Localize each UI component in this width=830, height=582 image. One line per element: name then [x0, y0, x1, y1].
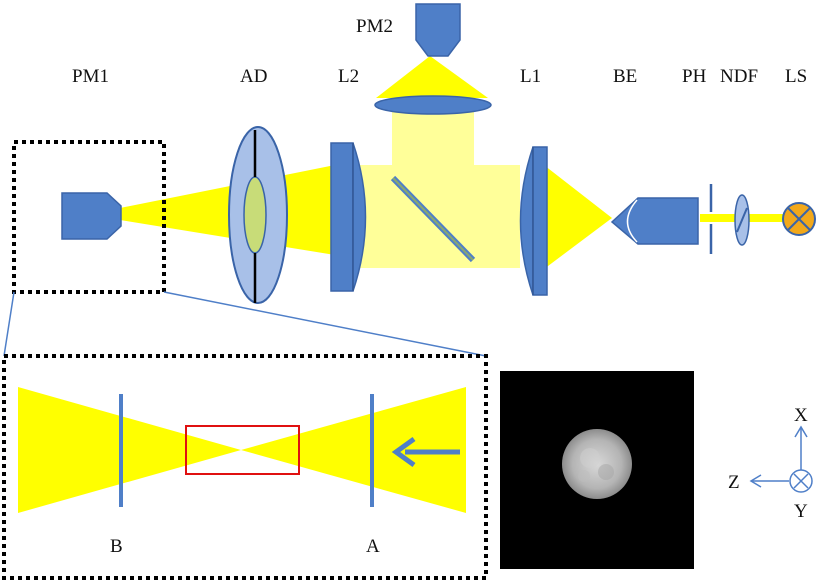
- label-ndf: NDF: [720, 66, 758, 87]
- label-l1: L1: [520, 66, 541, 87]
- zoom-detail-box: [2, 354, 488, 580]
- ls-light-source: [782, 202, 816, 236]
- pm2-objective: [415, 3, 461, 57]
- label-be: BE: [613, 66, 637, 87]
- pm2-focusing-lens: [374, 95, 492, 115]
- beam-l1-to-be: [540, 162, 612, 272]
- camera-image: [500, 371, 694, 569]
- ndf-filter: [734, 194, 750, 246]
- label-l2: L2: [338, 66, 359, 87]
- label-a: A: [366, 536, 380, 557]
- detail-beam-right: [241, 387, 466, 513]
- label-pm2: PM2: [356, 16, 393, 37]
- zoom-line-left: [3, 291, 15, 357]
- focal-region-box: [185, 425, 300, 475]
- label-axis-y: Y: [794, 501, 808, 522]
- label-pm1: PM1: [72, 66, 109, 87]
- l1-lens: [519, 146, 548, 296]
- detail-beam-left: [18, 387, 241, 513]
- axis-indicator: [749, 425, 813, 493]
- ad-aperture: [228, 126, 288, 304]
- pm1-selection-box: [12, 140, 166, 294]
- label-ls: LS: [785, 66, 807, 87]
- label-axis-z: Z: [728, 472, 740, 493]
- be-beam-expander: [610, 197, 699, 245]
- propagation-arrow: [391, 436, 460, 468]
- beam-focus-to-pm2: [376, 56, 488, 98]
- label-b: B: [110, 536, 123, 557]
- pm1-objective: [61, 192, 122, 240]
- label-ad: AD: [240, 66, 267, 87]
- zoom-line-right: [163, 291, 487, 357]
- beam-splitter: [390, 175, 476, 263]
- beam-collimated-soft: [350, 165, 520, 268]
- label-ph: PH: [682, 66, 707, 87]
- beam-to-pm2-soft: [392, 112, 474, 170]
- l2-lens: [330, 142, 367, 292]
- beam-pm1-to-ad: [120, 165, 335, 255]
- label-axis-x: X: [794, 405, 808, 426]
